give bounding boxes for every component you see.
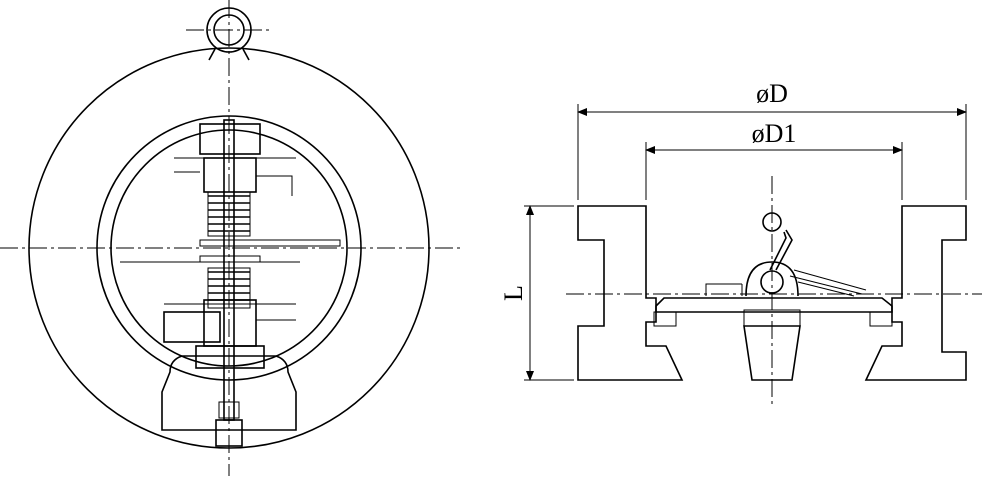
dimension-outer-diameter: øD	[577, 79, 967, 200]
label-outer-diameter: øD	[756, 79, 788, 108]
body-section-right	[864, 205, 967, 381]
bottom-boss	[161, 355, 297, 431]
body-section-left	[577, 205, 684, 381]
section-view: øD øD1 L	[499, 79, 982, 404]
label-length: L	[499, 285, 528, 301]
dimension-length: L	[499, 205, 574, 381]
disc-stop-bar	[199, 239, 341, 247]
seal-left	[653, 311, 677, 327]
dimension-inner-diameter: øD1	[645, 119, 903, 200]
center-hub	[743, 325, 801, 381]
hinge-assembly	[705, 212, 867, 297]
seal-right	[869, 311, 893, 327]
label-inner-diameter: øD1	[752, 119, 797, 148]
front-view	[0, 0, 462, 476]
hinge-bracket-upper	[174, 123, 296, 196]
